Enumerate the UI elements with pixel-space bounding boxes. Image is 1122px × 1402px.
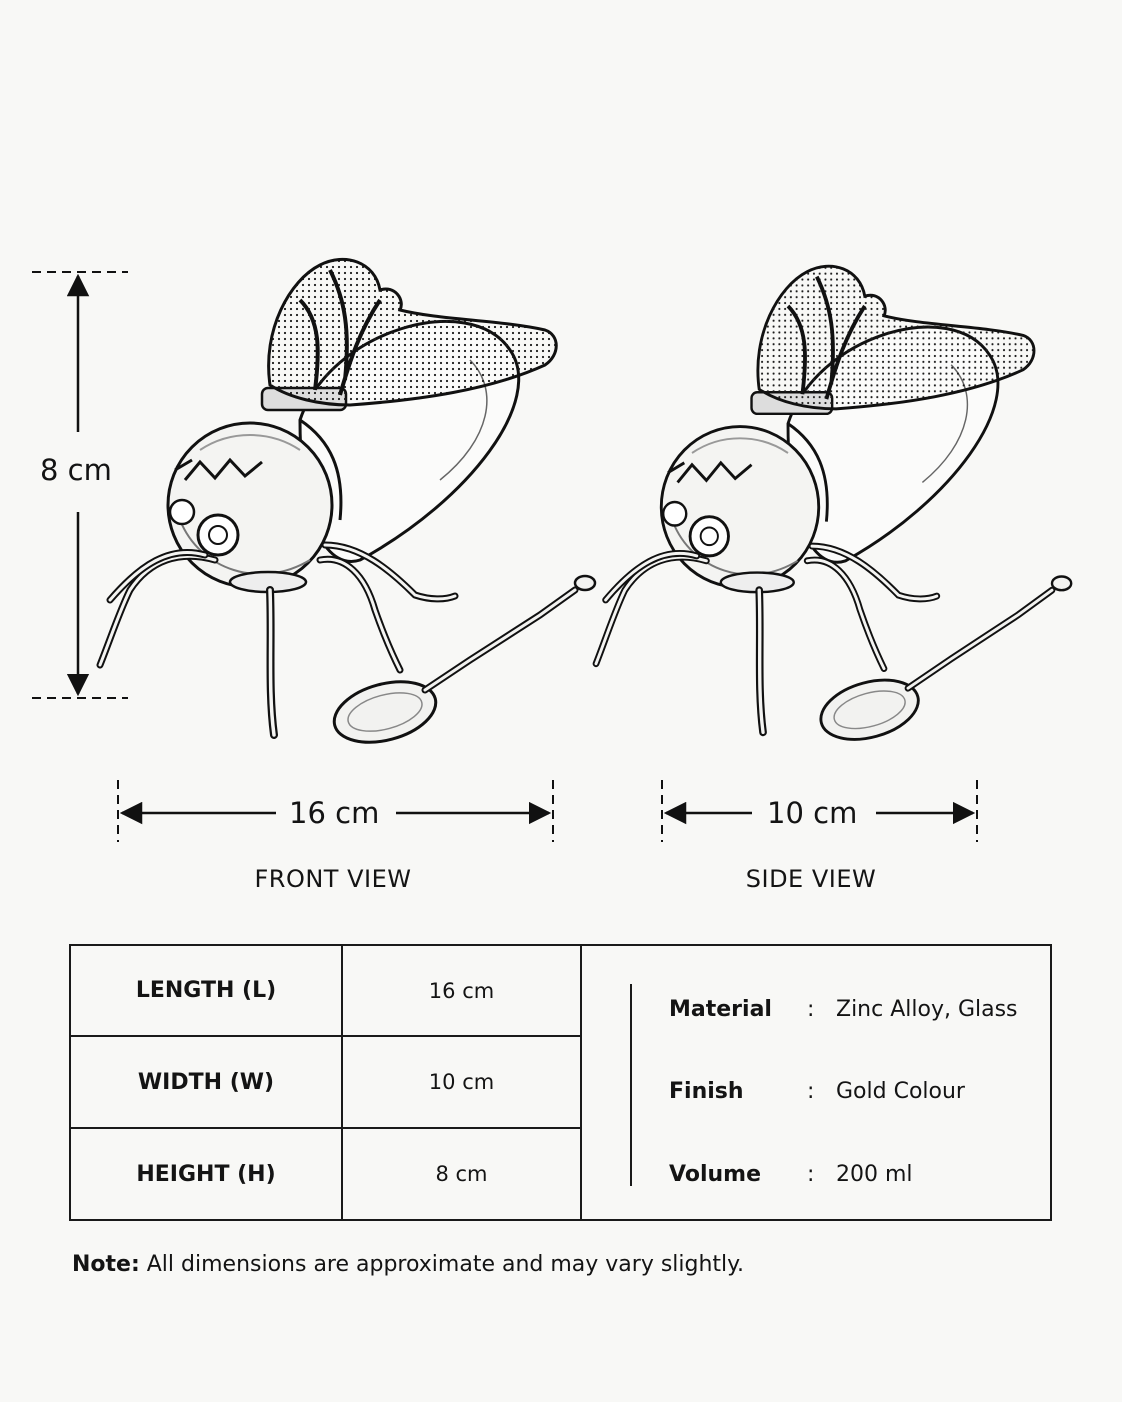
spec-label-length: LENGTH (L) bbox=[135, 978, 277, 1003]
spec-row-divider-1 bbox=[71, 1035, 582, 1037]
spec-value-length: 16 cm bbox=[428, 978, 495, 1003]
prop-key-volume: Volume bbox=[669, 1162, 761, 1187]
dimension-note: Note: All dimensions are approximate and… bbox=[72, 1250, 744, 1280]
product-illustration bbox=[32, 0, 1122, 842]
prop-key-finish: Finish bbox=[669, 1079, 744, 1104]
spec-value-width: 10 cm bbox=[428, 1070, 495, 1094]
spec-divider-2 bbox=[580, 946, 582, 1219]
spec-label-height: HEIGHT (H) bbox=[136, 1161, 276, 1187]
length-label: 16 cm bbox=[281, 796, 388, 830]
prop-sep-volume: : bbox=[807, 1162, 815, 1187]
prop-sep-finish: : bbox=[807, 1079, 815, 1104]
prop-value-volume: 200 ml bbox=[836, 1162, 913, 1187]
spec-value-height: 8 cm bbox=[435, 1162, 488, 1186]
props-divider bbox=[630, 984, 632, 1186]
spec-row-divider-2 bbox=[71, 1127, 582, 1129]
spec-table: LENGTH (L) 16 cm WIDTH (W) 10 cm HEIGHT … bbox=[69, 944, 1052, 1221]
side-view-label: SIDE VIEW bbox=[745, 865, 877, 893]
front-view-label: FRONT VIEW bbox=[254, 865, 412, 893]
width-label: 10 cm bbox=[759, 796, 866, 830]
height-label: 8 cm bbox=[32, 453, 120, 487]
front-view-bee bbox=[100, 259, 595, 752]
spec-divider-1 bbox=[341, 946, 343, 1219]
note-prefix: Note: bbox=[72, 1252, 140, 1277]
prop-value-finish: Gold Colour bbox=[836, 1079, 965, 1104]
spec-label-width: WIDTH (W) bbox=[137, 1069, 275, 1095]
prop-key-material: Material bbox=[669, 997, 772, 1022]
prop-value-material: Zinc Alloy, Glass bbox=[836, 997, 1018, 1022]
note-text: All dimensions are approximate and may v… bbox=[139, 1252, 745, 1277]
side-view-bee bbox=[596, 266, 1071, 749]
prop-sep-material: : bbox=[807, 997, 815, 1022]
